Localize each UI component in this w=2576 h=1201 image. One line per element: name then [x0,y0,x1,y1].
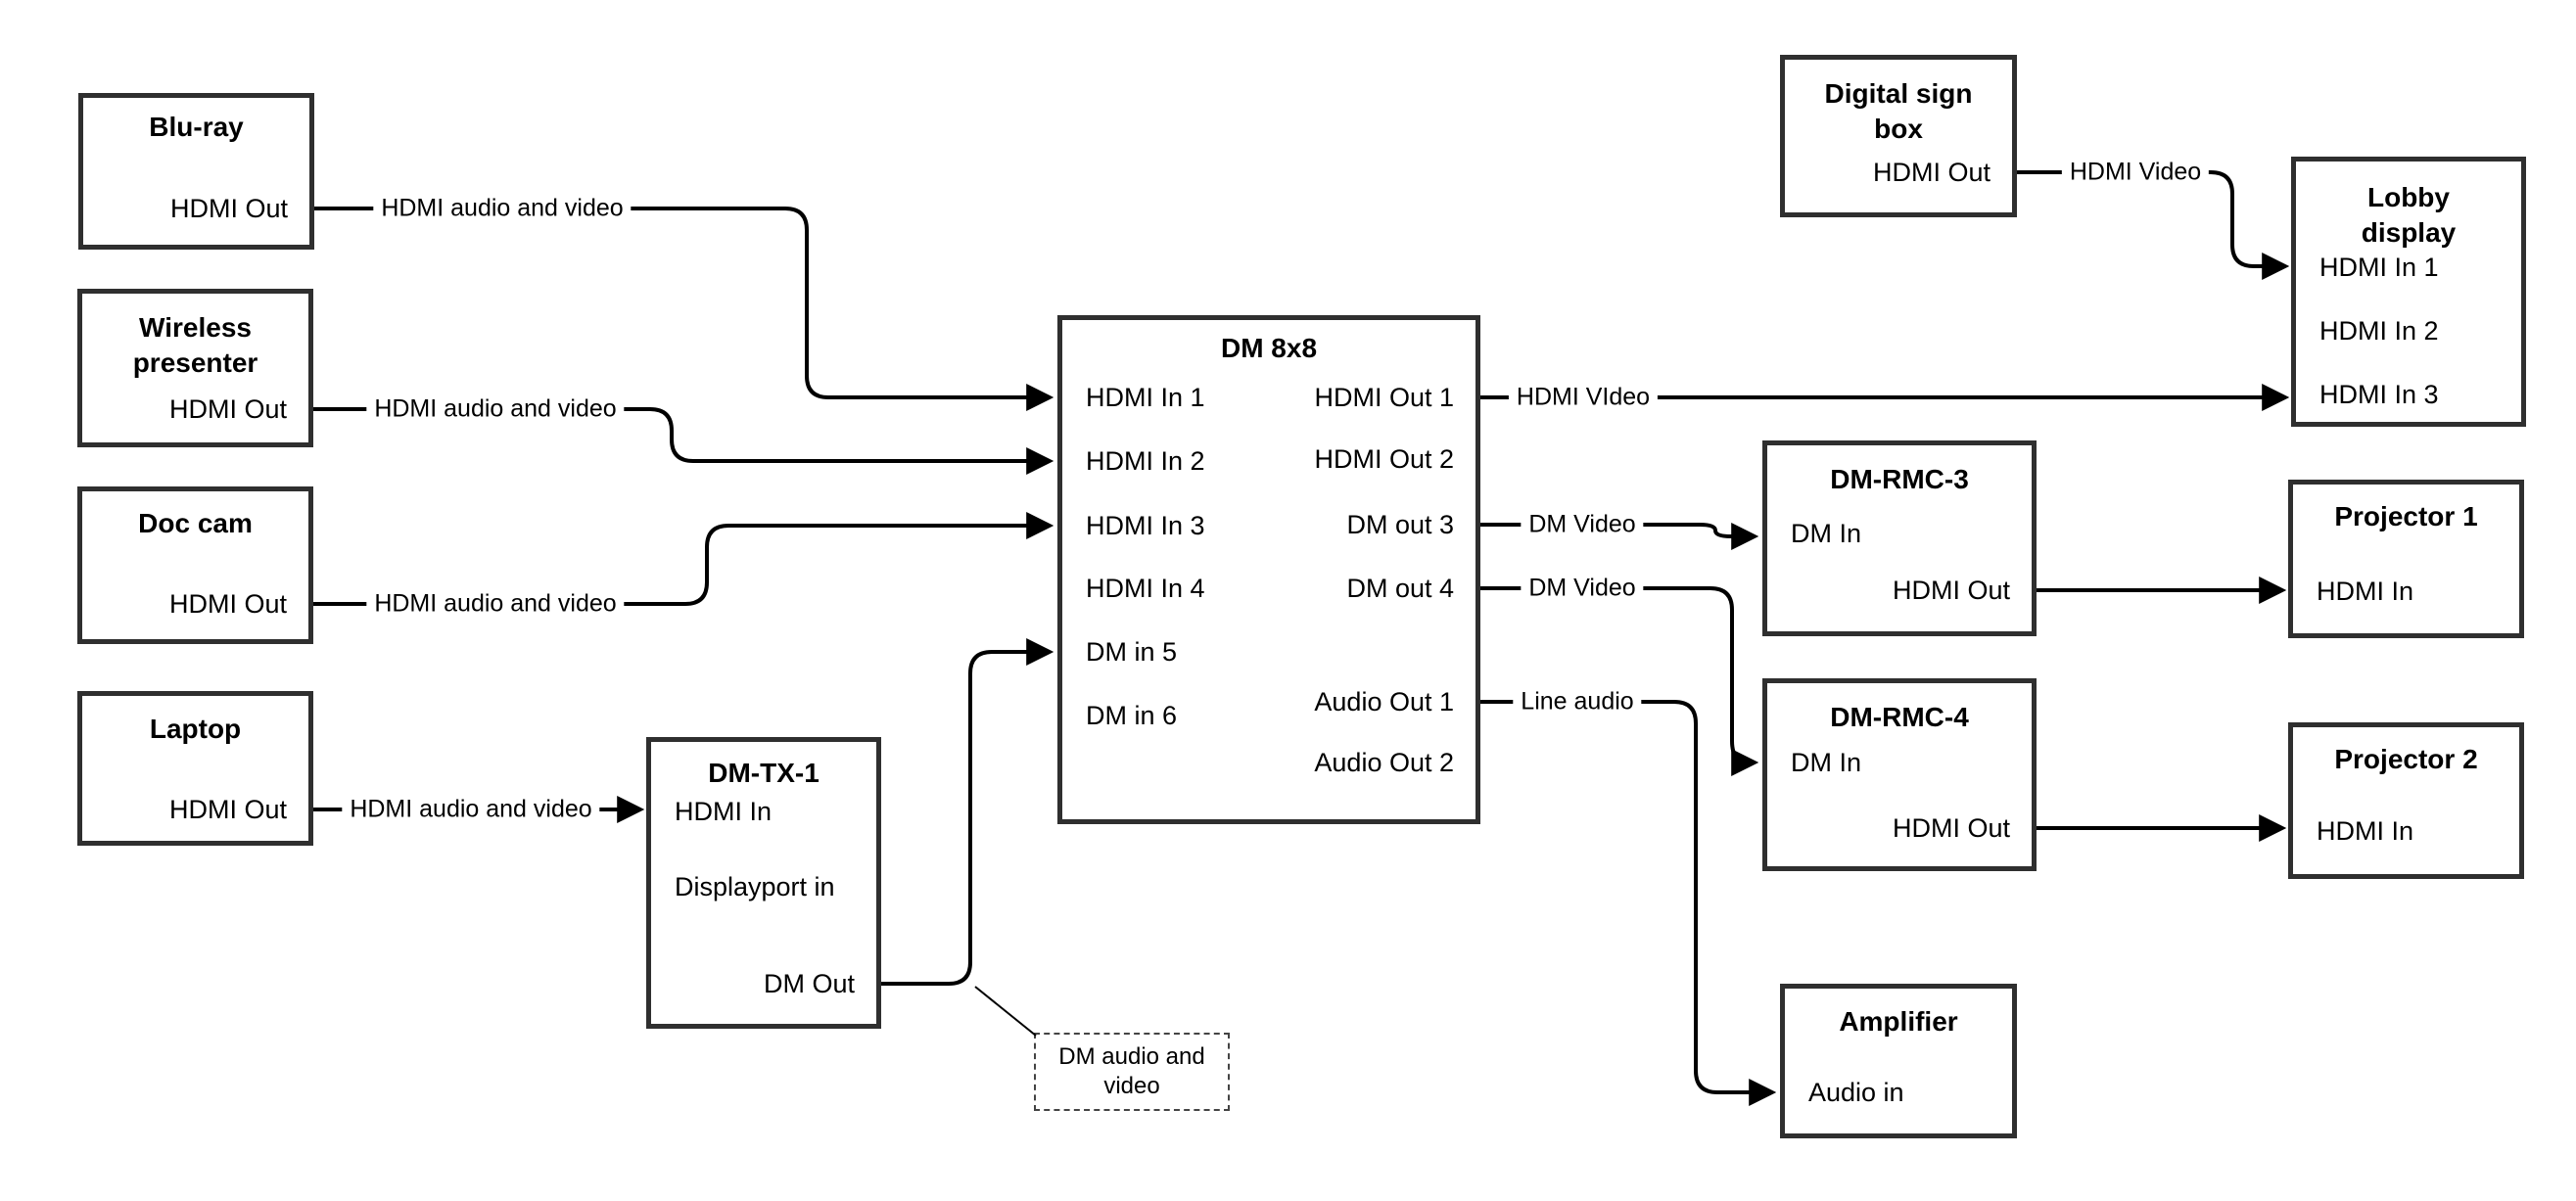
port-hdmi-out: HDMI Out [168,589,287,619]
node-doc-cam: Doc cam HDMI Out [77,486,313,644]
node-dm-rmc-3: DM-RMC-3 DM In HDMI Out [1762,440,2037,636]
port-hdmi-out-2: HDMI Out 2 [1314,444,1454,474]
port-hdmi-out: HDMI Out [1892,813,2010,843]
node-title: Lobby display [2361,182,2457,248]
node-title: Doc cam [138,508,253,538]
port-displayport-in: Displayport in [675,872,835,901]
node-dm-8x8: DM 8x8 HDMI In 1 HDMI In 2 HDMI In 3 HDM… [1057,315,1480,824]
node-title: Projector 2 [2334,744,2478,774]
wire-label-dm-video-out4: DM Video [1521,573,1644,604]
node-title: Wireless presenter [132,312,258,378]
port-audio-in: Audio in [1808,1078,1904,1107]
node-title: DM 8x8 [1220,333,1318,363]
port-hdmi-out: HDMI Out [168,394,287,424]
wire-label-hdmi-video-signbox: HDMI Video [2061,157,2210,188]
port-hdmi-in-4: HDMI In 4 [1086,574,1205,603]
wire-dmtx1-to-dm8x8-dm-in5 [881,638,1054,986]
note-dm-audio-and-video: DM audio and video [1034,1033,1230,1111]
port-hdmi-out-1: HDMI Out 1 [1314,383,1454,412]
wire-label-dm-video-out3: DM Video [1521,509,1644,540]
port-hdmi-out: HDMI Out [168,795,287,824]
note-leader-line [974,986,1037,1037]
port-hdmi-in-3: HDMI In 3 [1086,511,1205,540]
node-dm-tx-1: DM-TX-1 HDMI In Displayport in DM Out [646,737,881,1029]
node-title: DM-RMC-4 [1830,702,1969,732]
port-dm-in: DM In [1791,519,1862,548]
port-audio-out-2: Audio Out 2 [1314,748,1454,777]
port-dm-out-3: DM out 3 [1346,510,1454,539]
node-title: Amplifier [1839,1006,1958,1037]
port-hdmi-in-1: HDMI In 1 [2319,253,2439,282]
node-projector-2: Projector 2 HDMI In [2288,722,2524,879]
port-dm-out: DM Out [763,969,855,998]
node-title: Digital sign box [1824,78,1973,144]
node-bluray: Blu-ray HDMI Out [78,93,314,250]
port-hdmi-in: HDMI In [2317,816,2414,846]
port-dm-out-4: DM out 4 [1346,574,1454,603]
node-laptop: Laptop HDMI Out [77,691,313,846]
wire-label-hdmi-video-out1: HDMI VIdeo [1508,382,1659,413]
port-audio-out-1: Audio Out 1 [1314,687,1454,716]
port-hdmi-in-2: HDMI In 2 [1086,446,1205,476]
port-dm-in-6: DM in 6 [1086,701,1178,730]
node-title: Projector 1 [2334,501,2478,531]
port-hdmi-out: HDMI Out [169,194,288,223]
port-hdmi-in: HDMI In [675,797,773,826]
node-title: DM-RMC-3 [1830,464,1969,494]
node-title: Laptop [149,714,242,744]
node-digital-sign-box: Digital sign box HDMI Out [1780,55,2017,217]
wire-label-hdmi-audio-video-laptop: HDMI audio and video [342,794,600,825]
port-dm-in-5: DM in 5 [1086,637,1178,667]
port-dm-in: DM In [1791,748,1862,777]
wire-dm8x8-audio-out1-to-amp-audio-in [1480,700,1777,1106]
port-hdmi-out: HDMI Out [1872,158,1991,187]
node-wireless-presenter: Wireless presenter HDMI Out [77,289,313,447]
node-dm-rmc-4: DM-RMC-4 DM In HDMI Out [1762,678,2037,871]
wire-bluray-to-dm8x8-hdmi-in1 [314,207,1054,411]
port-hdmi-in: HDMI In [2317,577,2414,606]
port-hdmi-in-2: HDMI In 2 [2319,316,2439,346]
node-lobby-display: Lobby display HDMI In 1 HDMI In 2 HDMI I… [2291,157,2526,427]
wire-label-hdmi-audio-video-wireless: HDMI audio and video [366,393,625,425]
wire-label-hdmi-audio-video-doccam: HDMI audio and video [366,588,625,620]
node-amplifier: Amplifier Audio in [1780,984,2017,1138]
port-hdmi-out: HDMI Out [1892,576,2010,605]
port-hdmi-in-1: HDMI In 1 [1086,383,1205,412]
wire-label-line-audio: Line audio [1513,686,1642,717]
wire-label-hdmi-audio-video-bluray: HDMI audio and video [373,193,632,224]
node-projector-1: Projector 1 HDMI In [2288,480,2524,638]
wire-dm8x8-dm-out4-to-rmc4-dm-in [1480,586,1759,776]
node-title: Blu-ray [149,112,244,142]
port-hdmi-in-3: HDMI In 3 [2319,380,2439,409]
node-title: DM-TX-1 [708,758,820,788]
